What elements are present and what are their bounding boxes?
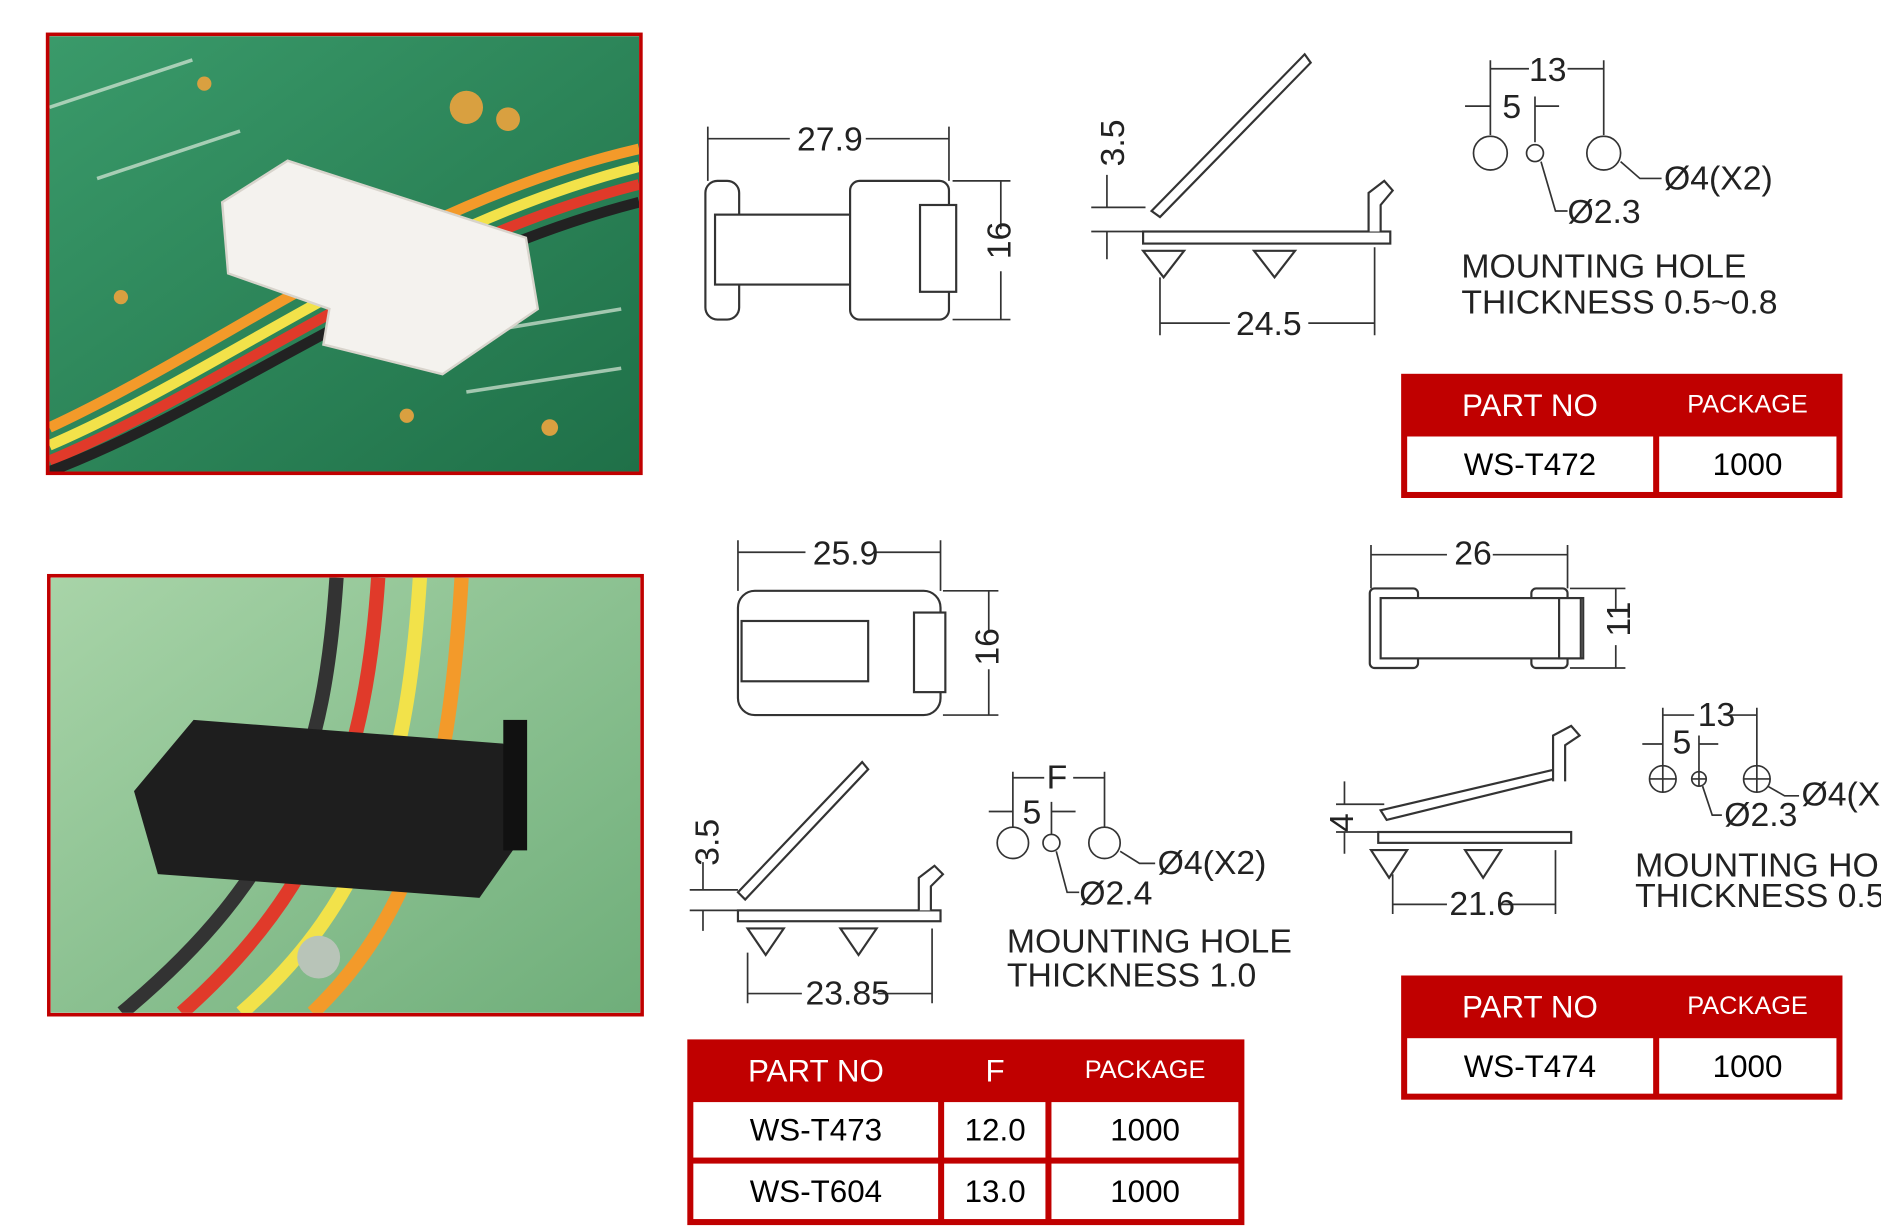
svg-text:21.6: 21.6 [1449, 885, 1515, 923]
header-part-no: PART NO [1461, 386, 1598, 423]
header-package: PACKAGE [1084, 1056, 1206, 1085]
cell-package: 1000 [1658, 1038, 1837, 1094]
cell-package: 1000 [1051, 1102, 1239, 1158]
svg-text:MOUNTING HOLE: MOUNTING HOLE [1007, 923, 1292, 961]
svg-text:5: 5 [1502, 88, 1521, 126]
svg-text:11: 11 [1600, 602, 1638, 637]
svg-text:Ø2.4: Ø2.4 [1079, 874, 1152, 912]
t474-mounting-hole: 13 5 Ø2.3 Ø4(X2) MOUNTING HOLE THICKNESS… [1635, 696, 1881, 915]
cell-part-no: WS-T472 [1407, 436, 1653, 492]
svg-text:THICKNESS 0.5~0.8: THICKNESS 0.5~0.8 [1461, 284, 1777, 322]
header-package: PACKAGE [1687, 390, 1808, 419]
svg-text:Ø4(X2): Ø4(X2) [1801, 775, 1881, 813]
t473-top-view: 25.9 16 [736, 534, 1006, 717]
svg-text:MOUNTING HOLE: MOUNTING HOLE [1635, 847, 1881, 885]
svg-text:16: 16 [968, 628, 1006, 666]
cell-package: 1000 [1051, 1163, 1239, 1220]
photo-white-clip [45, 32, 643, 476]
svg-text:13: 13 [1698, 696, 1736, 734]
header-f: F [985, 1052, 1005, 1089]
cell-part-no: WS-T604 [693, 1163, 939, 1220]
svg-text:5: 5 [1672, 724, 1691, 762]
svg-text:27.9: 27.9 [797, 121, 863, 159]
cell-part-no: WS-T473 [693, 1102, 939, 1158]
svg-text:5: 5 [1023, 794, 1042, 832]
svg-text:4: 4 [1323, 813, 1361, 832]
svg-text:Ø4(X2): Ø4(X2) [1158, 844, 1267, 882]
svg-text:3.5: 3.5 [1094, 119, 1132, 166]
svg-text:26: 26 [1454, 534, 1492, 572]
header-package: PACKAGE [1687, 992, 1808, 1021]
cell-package: 1000 [1658, 436, 1837, 492]
t474-side-view: 4 21.6 [1323, 724, 1582, 923]
t474-top-view: 26 11 [1368, 534, 1638, 670]
svg-text:F: F [1047, 759, 1068, 797]
cell-part-no: WS-T474 [1407, 1038, 1653, 1094]
t472-side-view: 3.5 24.5 [1091, 52, 1395, 343]
t473-mounting-hole: F 5 Ø2.4 Ø4(X2) MOUNTING HOLE THICKNESS … [988, 759, 1292, 994]
svg-text:13: 13 [1529, 51, 1567, 89]
header-part-no: PART NO [1461, 988, 1598, 1025]
svg-text:23.85: 23.85 [805, 974, 889, 1012]
t472-mounting-hole: 13 5 Ø2.3 Ø4(X2) MOUNTING HOLE THICKNESS… [1461, 51, 1777, 322]
t472-top-view: 27.9 16 [704, 121, 1018, 321]
t473-side-view: 3.5 23.85 [689, 760, 945, 1012]
svg-text:Ø2.3: Ø2.3 [1568, 193, 1641, 231]
cell-f: 13.0 [944, 1163, 1046, 1220]
svg-text:24.5: 24.5 [1236, 305, 1302, 343]
svg-text:THICKNESS 0.5~0.8: THICKNESS 0.5~0.8 [1635, 877, 1881, 915]
svg-text:Ø2.3: Ø2.3 [1724, 796, 1797, 834]
cell-f: 12.0 [944, 1102, 1046, 1158]
svg-text:MOUNTING HOLE: MOUNTING HOLE [1461, 247, 1746, 285]
svg-text:3.5: 3.5 [689, 819, 727, 866]
photo-black-clip [47, 573, 644, 1017]
svg-text:Ø4(X2): Ø4(X2) [1664, 159, 1773, 197]
svg-text:16: 16 [980, 222, 1018, 260]
svg-text:THICKNESS 1.0: THICKNESS 1.0 [1007, 956, 1256, 994]
header-part-no: PART NO [747, 1052, 884, 1089]
svg-text:25.9: 25.9 [813, 534, 879, 572]
